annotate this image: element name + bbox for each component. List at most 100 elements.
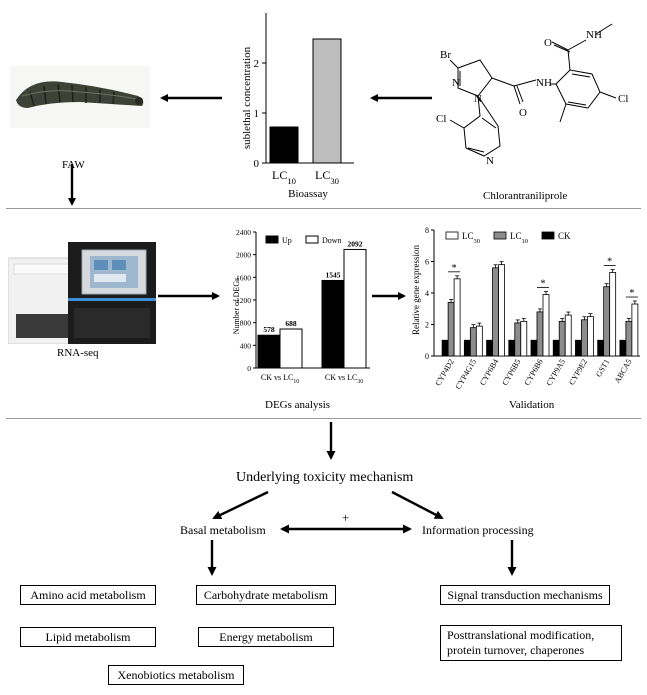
validation-bar	[581, 319, 588, 357]
atom-cl2: Cl	[436, 113, 446, 125]
validation-bar	[587, 316, 594, 357]
validation-ytick-label: 0	[425, 352, 429, 361]
validation-category-label: CYP4D2	[433, 358, 455, 388]
validation-bar	[492, 267, 499, 357]
validation-bar	[520, 320, 528, 357]
xenobiotics-metabolism-box: Xenobiotics metabolism	[108, 665, 244, 685]
validation-legend-swatch	[541, 231, 555, 240]
degs-ylabel: Number of DEGs	[232, 278, 241, 334]
degs-legend-swatch	[305, 235, 319, 244]
validation-bar	[463, 339, 471, 357]
lipid-metabolism-box: Lipid metabolism	[20, 627, 156, 647]
validation-bar	[508, 339, 516, 357]
degs-ytick-label: 400	[240, 341, 252, 350]
degs-category-label: CK vs LC10	[261, 373, 299, 385]
atom-n4: N	[586, 29, 594, 41]
bioassay-ylabel: sublethal concentration	[241, 46, 253, 149]
validation-category-label: CYP6B5	[500, 358, 522, 388]
degs-value-label: 578	[263, 325, 275, 334]
atom-h2: H	[594, 29, 602, 41]
chlorantraniliprole-structure: Br N N O N H N H O Cl Cl N	[436, 23, 628, 167]
validation-legend-swatch	[445, 231, 459, 240]
bioassay-category-label: LC10	[272, 168, 296, 186]
validation-bar	[447, 302, 455, 357]
larva-label: FAW	[62, 159, 85, 171]
degs-chart: Number of DEGs 0400800120016002000240057…	[232, 228, 370, 385]
degs-ytick-label: 800	[240, 319, 252, 328]
validation-ytick-label: 2	[425, 321, 429, 330]
posttranslational-modification-box: Posttranslational modification, protein …	[440, 625, 622, 661]
validation-category-label: CYP9A5	[544, 358, 566, 388]
degs-bar	[321, 279, 345, 369]
atom-o1: O	[519, 107, 527, 119]
validation-bar	[575, 339, 582, 357]
degs-ytick-label: 2400	[236, 228, 251, 237]
validation-category-label: GST1	[594, 358, 611, 379]
validation-bar	[625, 320, 633, 357]
validation-bar	[564, 314, 572, 357]
validation-bar	[441, 339, 449, 357]
degs-bar	[257, 334, 281, 369]
signal-transduction-box: Signal transduction mechanisms	[440, 585, 610, 605]
degs-bar	[279, 328, 303, 369]
validation-bar	[498, 264, 505, 357]
validation-bar	[530, 339, 538, 357]
validation-bar	[597, 339, 605, 357]
validation-ytick-label: 4	[425, 289, 429, 298]
validation-bar	[486, 339, 493, 357]
degs-value-label: 688	[285, 319, 297, 328]
rnaseq-label: RNA-seq	[57, 347, 99, 359]
degs-value-label: 2092	[348, 239, 363, 248]
validation-bar	[475, 325, 483, 357]
compound-label: Chlorantraniliprole	[483, 190, 568, 202]
energy-metabolism-box: Energy metabolism	[198, 627, 334, 647]
bioassay-ytick-label: 1	[254, 108, 260, 120]
atom-n2: N	[474, 93, 482, 105]
atom-o2: O	[544, 37, 552, 49]
validation-significance-mark: *	[629, 288, 634, 299]
validation-significance-mark: *	[541, 279, 546, 290]
degs-value-label: 1545	[326, 270, 341, 279]
validation-ylabel: Relative gene expression	[411, 245, 421, 335]
validation-category-label: CYP6B6	[522, 358, 544, 388]
atom-n3: N	[536, 77, 544, 89]
validation-bar	[619, 339, 627, 357]
validation-category-label: ABCA5	[613, 358, 634, 385]
validation-category-label: CYP4G15	[454, 358, 478, 391]
validation-title: Validation	[509, 399, 555, 411]
bioassay-bar	[269, 126, 299, 164]
validation-ytick-label: 6	[425, 258, 429, 267]
validation-significance-mark: *	[607, 257, 612, 268]
validation-legend-label: LC10	[510, 231, 528, 245]
degs-bar	[343, 248, 367, 369]
bioassay-title: Bioassay	[288, 188, 328, 200]
validation-legend-label: LC30	[462, 231, 480, 245]
degs-legend-label: Down	[322, 236, 342, 245]
carbohydrate-metabolism-box: Carbohydrate metabolism	[196, 585, 336, 605]
root-node: Underlying toxicity mechanism	[236, 470, 414, 485]
validation-ytick-label: 8	[425, 226, 429, 235]
amino-acid-metabolism-box: Amino acid metabolism	[20, 585, 156, 605]
validation-legend-label: CK	[558, 231, 571, 241]
validation-significance-mark: *	[452, 263, 457, 274]
plus-sign: +	[342, 510, 350, 525]
panel2-arrows	[158, 292, 406, 300]
panel-separator-2	[6, 418, 641, 419]
validation-legend-swatch	[493, 231, 507, 240]
validation-bar	[552, 339, 560, 357]
validation-category-label: CYP6B4	[478, 358, 500, 388]
arrow-root-to-basal	[212, 490, 269, 520]
validation-bar	[536, 311, 544, 357]
degs-ytick-label: 0	[247, 364, 251, 373]
validation-bar	[603, 286, 611, 357]
validation-bar	[609, 272, 617, 357]
degs-legend-label: Up	[282, 236, 292, 245]
bioassay-category-label: LC30	[315, 168, 339, 186]
validation-bar	[453, 278, 461, 357]
panel3-arrows	[207, 422, 517, 576]
degs-ytick-label: 1200	[236, 296, 251, 305]
arrow-root-to-info	[391, 490, 444, 520]
panel-separator-1	[6, 208, 641, 209]
panel1-arrows	[68, 94, 432, 206]
atom-cl1: Cl	[618, 93, 628, 105]
